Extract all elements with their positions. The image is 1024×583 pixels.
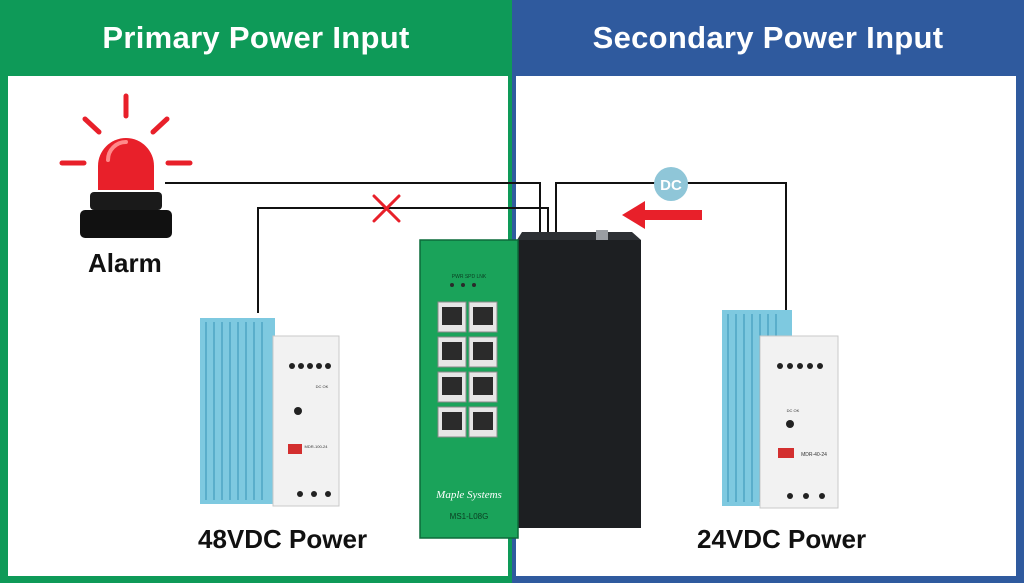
switch-ports: [437, 301, 498, 438]
red-x-icon: [372, 194, 401, 223]
rj45-port-socket: [473, 307, 493, 325]
dc-badge: DC: [654, 167, 688, 201]
primary-dc-ok: DC OK: [316, 384, 329, 389]
rj45-port-socket: [473, 412, 493, 430]
switch-brand: Maple Systems: [435, 489, 502, 501]
rj45-port-socket: [442, 412, 462, 430]
rj45-port-socket: [442, 377, 462, 395]
rj45-port-socket: [473, 342, 493, 360]
dc-badge-text: DC: [660, 177, 682, 194]
rj45-port-socket: [473, 377, 493, 395]
primary-supply-model: MDR-100-24: [305, 444, 329, 449]
rj45-port-socket: [442, 307, 462, 325]
switch-led-labels: PWR SPD LNK: [452, 274, 487, 280]
alarm-wire: [165, 182, 541, 240]
red-arrow-left-icon: [622, 201, 702, 229]
alarm-label: Alarm: [88, 248, 162, 278]
secondary-header: Secondary Power Input: [592, 20, 944, 55]
primary-header: Primary Power Input: [102, 20, 410, 55]
rj45-port-socket: [442, 342, 462, 360]
ethernet-switch: PWR SPD LNK Maple Systems MS1-L08G: [419, 230, 641, 539]
secondary-power-supply: DC OK MDR-40-24: [722, 310, 839, 509]
switch-model: MS1-L08G: [450, 512, 489, 521]
alarm-beacon-icon: [59, 93, 193, 238]
secondary-dc-ok: DC OK: [787, 408, 800, 413]
primary-power-supply: DC OK MDR-100-24: [200, 318, 340, 507]
secondary-supply-model: MDR-40-24: [801, 452, 827, 458]
primary-wire-outer: [257, 207, 549, 313]
secondary-supply-label: 24VDC Power: [697, 524, 867, 554]
primary-supply-label: 48VDC Power: [198, 524, 368, 554]
